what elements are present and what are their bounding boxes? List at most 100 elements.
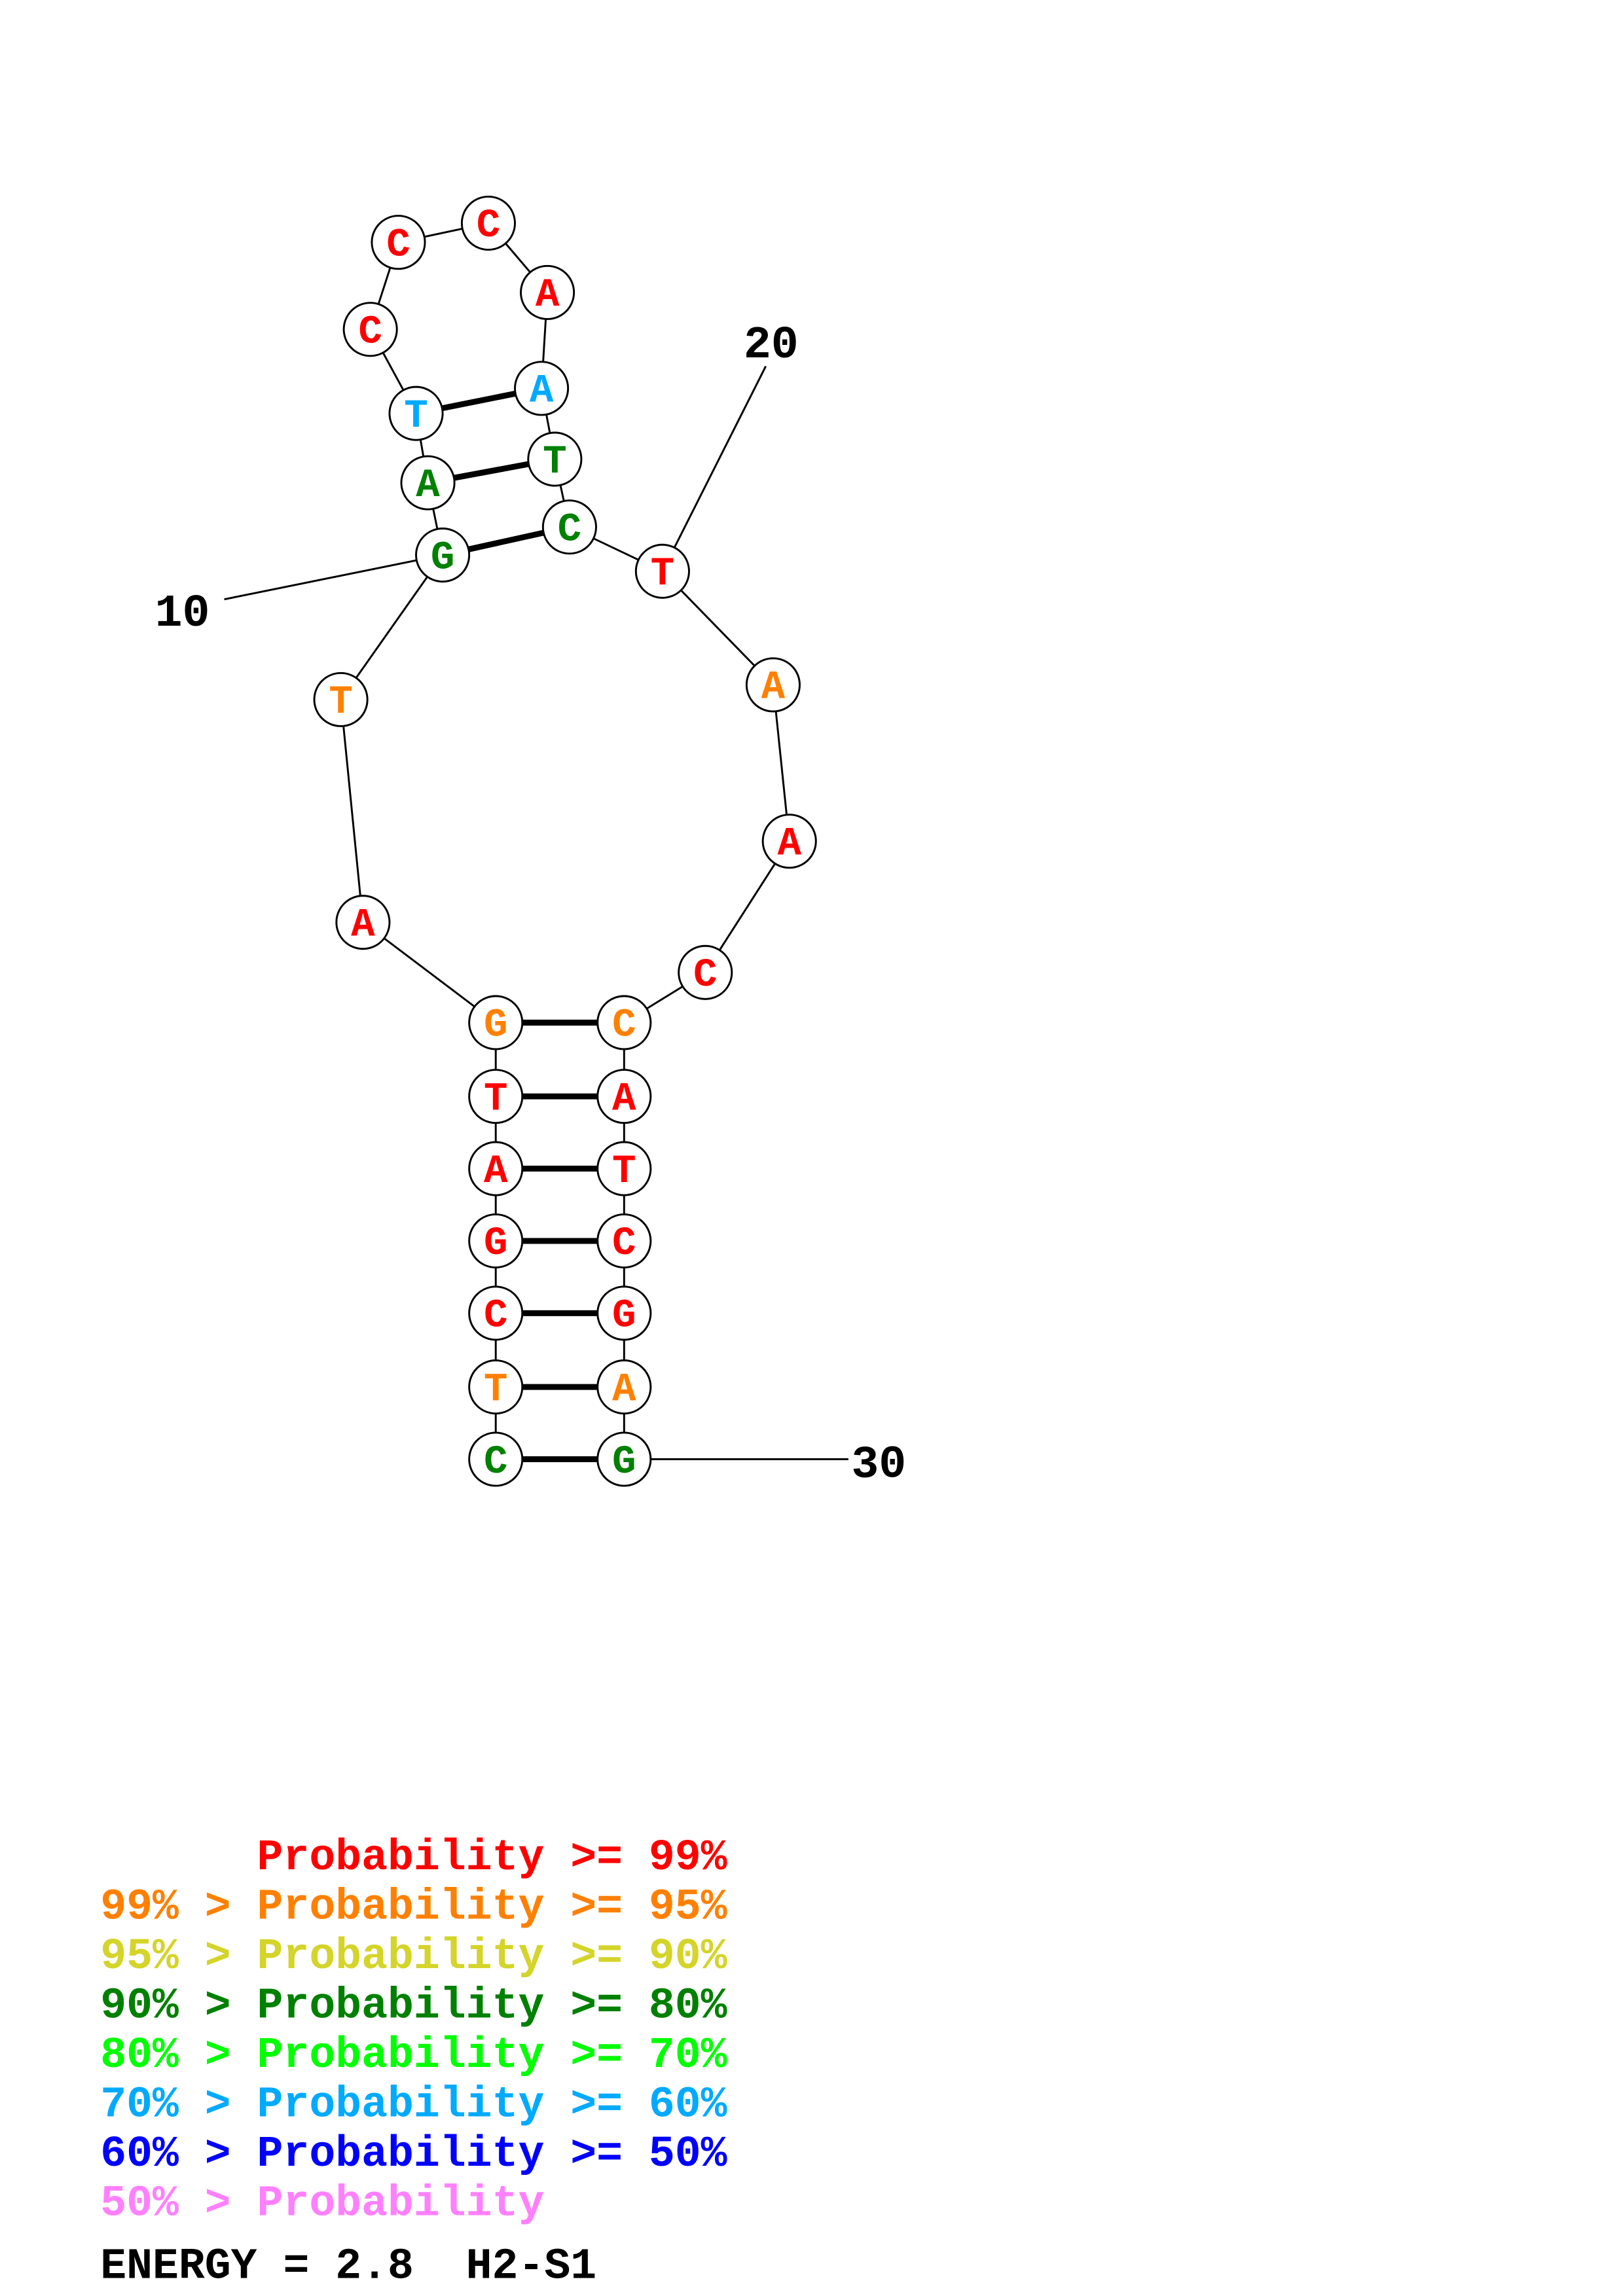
nucleotide-30: G <box>596 1431 652 1487</box>
nucleotide-22: A <box>761 814 817 869</box>
nucleotide-circle <box>468 995 524 1050</box>
nucleotide-21: A <box>745 657 801 713</box>
nucleotide-7: G <box>468 995 524 1050</box>
legend-line: 99% > Probability >= 95% <box>100 1883 727 1932</box>
nucleotide-letter: A <box>612 1077 636 1122</box>
nucleotide-circle <box>313 672 369 727</box>
nucleotide-letter: C <box>386 223 410 268</box>
position-label-10: 10 <box>155 588 210 639</box>
position-labels: 10 20 30 <box>155 319 907 1491</box>
nucleotide-letter: T <box>329 680 353 725</box>
nucleotide-circle <box>371 215 426 270</box>
nucleotide-circle <box>514 361 570 416</box>
nucleotide-25: A <box>596 1069 652 1124</box>
nucleotide-letter: T <box>612 1149 636 1194</box>
nucleotide-letter: G <box>612 1294 636 1339</box>
legend-line: 70% > Probability >= 60% <box>100 2081 727 2130</box>
nucleotide-13: C <box>342 302 398 357</box>
nucleotide-8: A <box>335 895 391 950</box>
nucleotide-letter: C <box>558 508 582 553</box>
nucleotide-circle <box>335 895 391 950</box>
nucleotide-6: T <box>468 1069 524 1124</box>
backbone-segment <box>340 699 364 923</box>
nucleotide-19: C <box>541 499 597 555</box>
nucleotide-16: A <box>520 264 575 320</box>
nucleotide-letter: T <box>651 552 675 597</box>
nucleotide-letter: T <box>484 1077 508 1122</box>
nucleotide-circle <box>596 1285 652 1341</box>
nucleotide-20: T <box>634 543 690 599</box>
nucleotide-letter: A <box>536 273 560 318</box>
probability-legend: Probability >= 99%99% > Probability >= 9… <box>100 1833 727 2228</box>
nucleotide-circle <box>415 528 471 583</box>
nucleotide-circle <box>541 499 597 555</box>
nucleotide-letter: T <box>404 394 428 439</box>
legend-line: Probability >= 99% <box>100 1833 727 1882</box>
nucleotide-letter: A <box>777 822 801 867</box>
nucleotide-circle <box>400 455 456 511</box>
nucleotide-circle <box>596 995 652 1050</box>
nucleotide-circle <box>342 302 398 357</box>
nucleotide-10: G <box>415 528 471 583</box>
nucleotide-letter: G <box>484 1003 508 1049</box>
nucleotide-letter: C <box>612 1221 636 1266</box>
nucleotide-circle <box>745 657 801 713</box>
nucleotide-circle <box>596 1069 652 1124</box>
legend-line: 95% > Probability >= 90% <box>100 1932 727 1981</box>
legend-line: 80% > Probability >= 70% <box>100 2031 727 2080</box>
nucleotide-circle <box>678 944 733 1000</box>
nucleotide-26: T <box>596 1141 652 1196</box>
nucleotide-3: C <box>468 1285 524 1341</box>
energy-label: ENERGY = 2.8 H2-S1 <box>100 2242 596 2291</box>
nucleotide-9: T <box>313 672 369 727</box>
nucleotide-2: T <box>468 1359 524 1415</box>
nucleotide-letter: G <box>612 1440 636 1485</box>
nucleotide-circle <box>520 264 575 320</box>
position-label-20: 20 <box>744 319 799 371</box>
backbone-segment <box>340 554 444 700</box>
position-label-30: 30 <box>851 1439 906 1491</box>
nucleotide-15: C <box>460 195 516 251</box>
nucleotide-5: A <box>468 1141 524 1196</box>
nucleotide-letter: C <box>477 204 501 249</box>
nucleotide-circle <box>468 1141 524 1196</box>
nucleotide-letter: A <box>416 463 440 509</box>
position-label-line <box>224 554 443 601</box>
nucleotide-4: G <box>468 1213 524 1269</box>
nucleotide-letter: C <box>484 1440 508 1485</box>
backbone-segment <box>362 922 497 1024</box>
nucleotide-letter: A <box>484 1149 508 1194</box>
nucleotide-1: C <box>468 1431 524 1487</box>
nucleotide-circle <box>468 1285 524 1341</box>
nucleotide-letter: C <box>484 1294 508 1339</box>
nucleotide-circle <box>596 1431 652 1487</box>
legend-line: 60% > Probability >= 50% <box>100 2130 727 2179</box>
nucleotide-23: C <box>678 944 733 1000</box>
nucleotide-circle <box>468 1069 524 1124</box>
nucleotide-circle <box>596 1141 652 1196</box>
nucleotide-17: A <box>514 361 570 416</box>
nucleotide-12: T <box>388 386 444 441</box>
nucleotide-letter: T <box>543 440 567 485</box>
legend-line: 90% > Probability >= 80% <box>100 1982 727 2031</box>
nucleotide-letter: A <box>530 369 554 414</box>
nucleotide-circle <box>761 814 817 869</box>
nucleotide-circle <box>634 543 690 599</box>
nucleotide-letter: A <box>351 903 375 948</box>
nucleotide-circle <box>388 386 444 441</box>
nucleotide-letter: G <box>484 1221 508 1266</box>
nucleotide-29: A <box>596 1359 652 1415</box>
nucleotide-letter: C <box>358 310 382 355</box>
nucleotide-11: A <box>400 455 456 511</box>
nucleotide-28: G <box>596 1285 652 1341</box>
nucleotide-14: C <box>371 215 426 270</box>
nucleotide-letter: C <box>612 1003 636 1049</box>
position-label-line <box>661 365 767 572</box>
nucleotide-circle <box>596 1213 652 1269</box>
nucleotide-letter: A <box>761 666 786 711</box>
nucleotide-24: C <box>596 995 652 1050</box>
nucleotide-letter: T <box>484 1367 508 1412</box>
nucleotide-letter: A <box>612 1367 636 1412</box>
